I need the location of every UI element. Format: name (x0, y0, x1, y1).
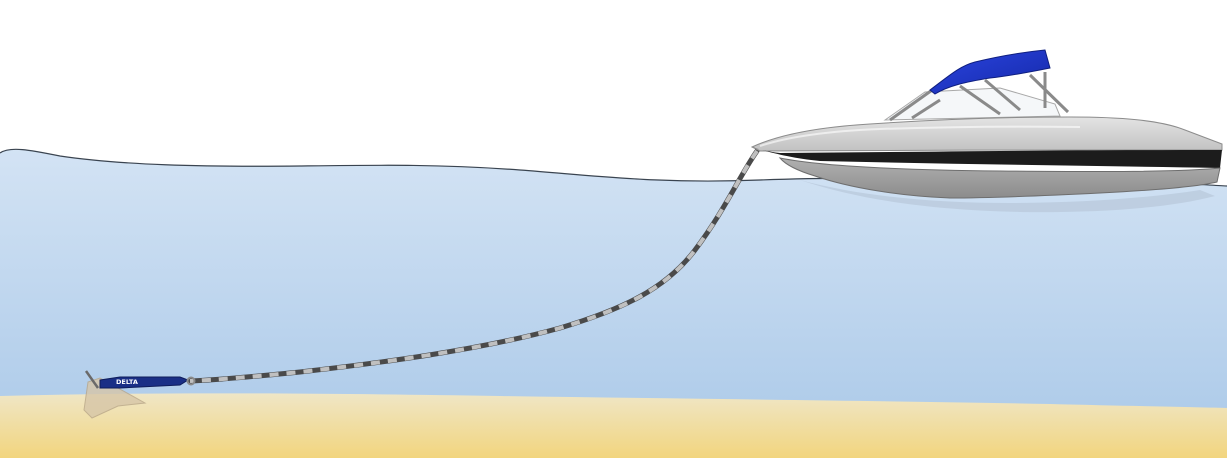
windshield (883, 87, 1061, 121)
hull-deck (750, 116, 1223, 152)
speedboat-icon (750, 49, 1223, 199)
bimini-top (929, 49, 1051, 95)
delta-anchor-icon: DELTA (83, 370, 196, 419)
anchor-brand-label: DELTA (116, 378, 138, 386)
bow-highlight (759, 125, 1081, 147)
anchor-shackle (186, 376, 196, 386)
anchor-shank (99, 376, 190, 389)
anchor-rollbar (84, 370, 100, 389)
anchor-chain (187, 148, 760, 384)
water (0, 149, 1227, 458)
bimini-frame (889, 72, 1070, 122)
boat-reflection (800, 180, 1215, 213)
hull-lower (778, 157, 1221, 199)
seabed-sand (0, 393, 1227, 458)
hull-stripe (752, 147, 1222, 168)
anchor-fluke (83, 377, 147, 419)
